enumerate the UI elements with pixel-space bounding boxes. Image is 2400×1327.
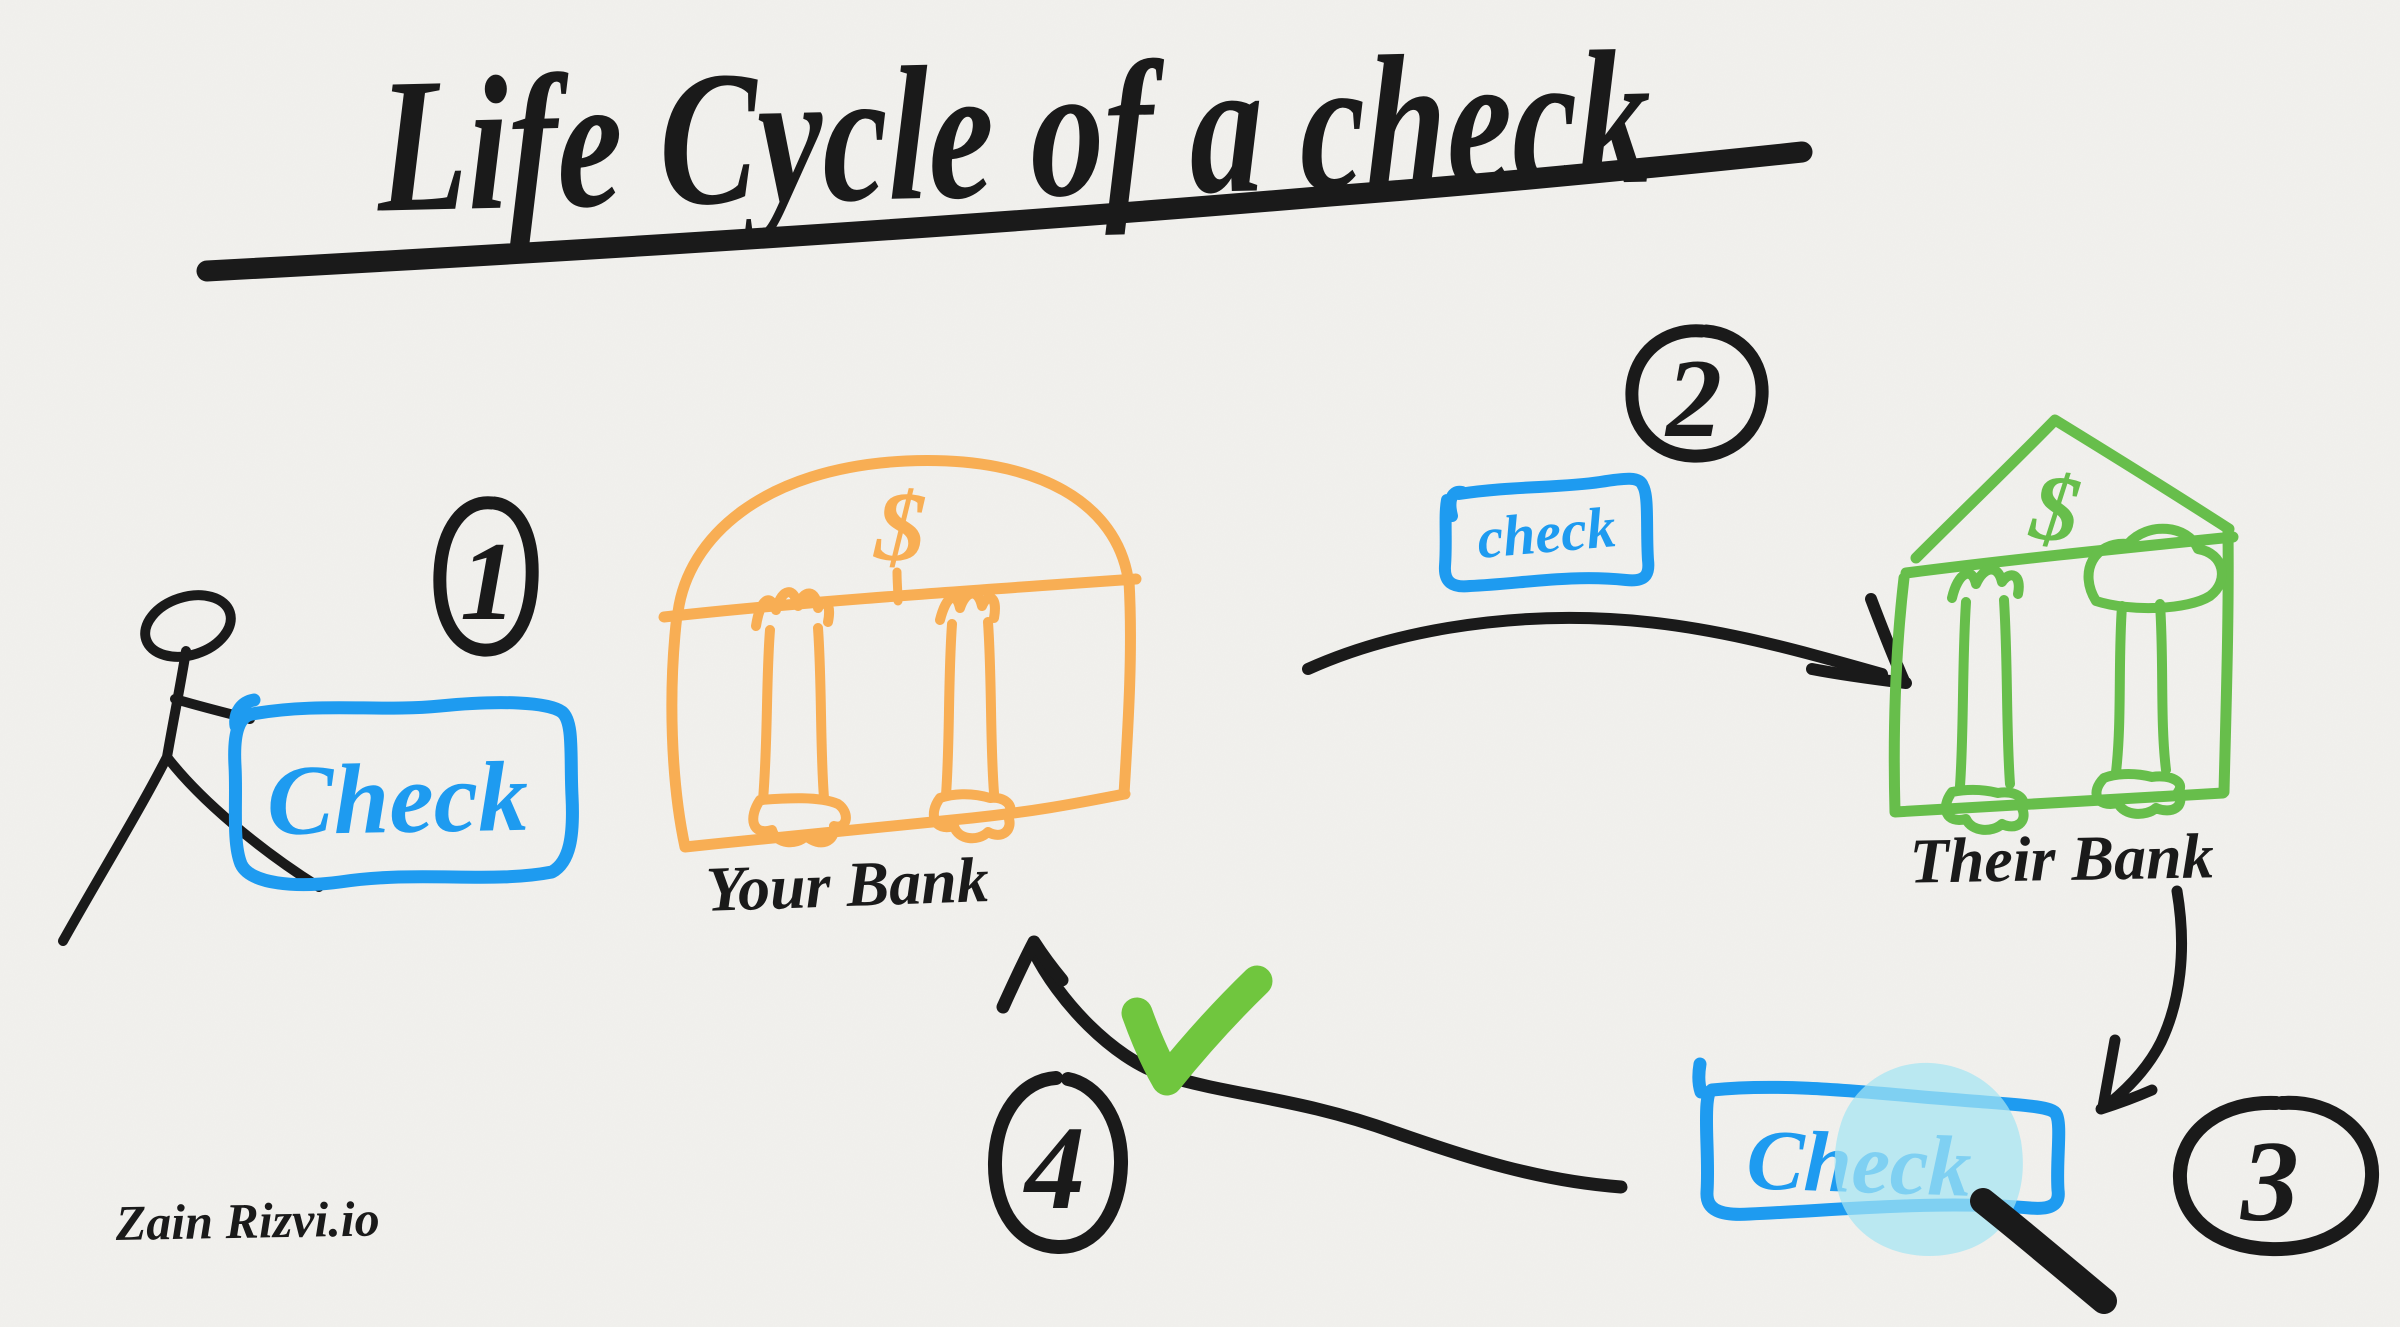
- step-4-number: 4: [1023, 1101, 1085, 1234]
- your-bank-building: $ Your Bank: [658, 455, 1142, 925]
- transfer-check-box: check: [1438, 472, 1655, 593]
- their-bank-columns: [1940, 523, 2227, 835]
- your-bank-dollar-icon: $: [871, 470, 929, 584]
- your-bank-structure: [658, 455, 1142, 853]
- signature: Zain Rizvi.io: [114, 1190, 380, 1251]
- step-2-number: 2: [1664, 337, 1722, 461]
- your-bank-label: Your Bank: [705, 844, 990, 925]
- title: Life Cycle of a check: [196, 11, 1813, 282]
- arrow-head-icon: [2095, 1034, 2158, 1115]
- transfer-check-label: check: [1474, 494, 1618, 571]
- inspected-check-box: Check: [1692, 1057, 2117, 1314]
- your-bank-columns: [748, 587, 1016, 848]
- magnifier-lens-highlight: [1834, 1062, 2023, 1257]
- arrow-shaft: [2104, 885, 2188, 1109]
- approval-checkmark-icon: [1121, 965, 1273, 1096]
- arrow-their-bank-to-inspection: [2095, 885, 2188, 1115]
- written-check-label: Check: [266, 741, 529, 857]
- step-2-badge: 2: [1625, 324, 1769, 463]
- person-body-limbs: [58, 646, 324, 946]
- their-bank-label: Their Bank: [1909, 820, 2214, 896]
- step-1-circle: [433, 496, 539, 657]
- step-1-badge: 1: [433, 496, 539, 657]
- their-bank-structure: [1888, 414, 2239, 818]
- step-2-circle: [1625, 324, 1769, 463]
- magnifier-handle-icon: [1970, 1188, 2117, 1314]
- step-3-number: 3: [2240, 1118, 2299, 1246]
- arrow-return-to-your-bank: [996, 935, 1628, 1194]
- written-check-box: Check: [228, 693, 579, 892]
- step-4-circle: [987, 1071, 1129, 1255]
- your-bank-flag-stem: [892, 567, 903, 606]
- arrow-head-icon: [996, 935, 1069, 1014]
- step-4-badge: 4: [987, 1071, 1129, 1255]
- step-3-badge: 3: [2172, 1095, 2380, 1257]
- arrow-shaft: [1027, 944, 1628, 1194]
- step-1-number: 1: [460, 520, 516, 644]
- written-check-outline: [228, 693, 579, 892]
- step-3-circle: [2172, 1095, 2380, 1257]
- payer-stick-figure: [58, 590, 324, 946]
- transfer-check-outline: [1438, 472, 1655, 593]
- arrow-shaft: [1302, 611, 1888, 680]
- person-head: [140, 590, 236, 662]
- title-underline: [196, 141, 1813, 282]
